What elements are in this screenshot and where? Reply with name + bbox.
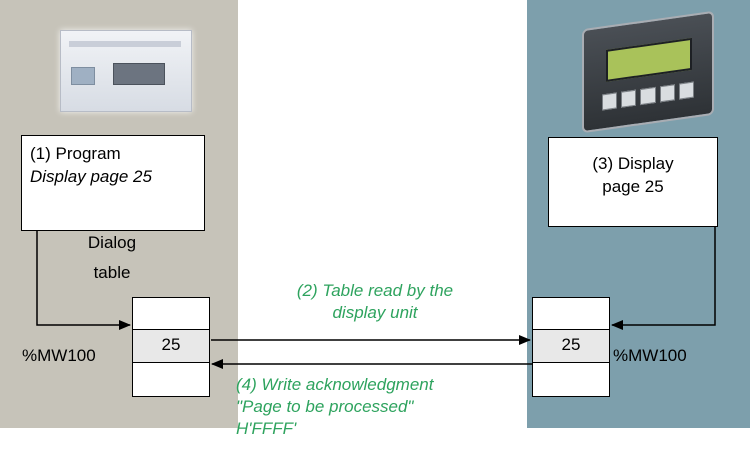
table-row bbox=[533, 298, 609, 331]
display-box-page: page 25 bbox=[602, 177, 664, 196]
display-to-table-arrow bbox=[611, 227, 716, 330]
table-row bbox=[133, 298, 209, 331]
plc-led-block bbox=[71, 67, 95, 85]
write-note-line3: H'FFFF' bbox=[236, 419, 297, 438]
table-row bbox=[133, 363, 209, 395]
left-table-value: 25 bbox=[133, 330, 209, 363]
plc-top-stripe bbox=[69, 41, 181, 47]
plc-device-image bbox=[60, 30, 192, 112]
write-note-line1: (4) Write acknowledgment bbox=[236, 375, 434, 394]
display-box-title: (3) Display bbox=[592, 154, 674, 173]
left-register-label: %MW100 bbox=[22, 346, 96, 365]
right-table-value: 25 bbox=[533, 330, 609, 363]
table-row bbox=[533, 363, 609, 395]
read-note-line2: display unit bbox=[332, 303, 418, 322]
program-box: (1) Program Display page 25 bbox=[21, 135, 205, 231]
program-to-table-arrow bbox=[36, 231, 131, 330]
write-note: (4) Write acknowledgment "Page to be pro… bbox=[236, 374, 526, 440]
plc-screen bbox=[113, 63, 165, 85]
write-note-line2: "Page to be processed" bbox=[236, 397, 414, 416]
read-note: (2) Table read by the display unit bbox=[245, 280, 505, 324]
dialog-table-label-line2: table bbox=[93, 263, 131, 282]
dialog-table-label-line1: Dialog bbox=[87, 233, 137, 252]
program-box-instruction: Display page 25 bbox=[30, 167, 152, 186]
right-register-label: %MW100 bbox=[613, 346, 687, 365]
right-dialog-table: 25 bbox=[532, 297, 610, 397]
program-box-title: (1) Program bbox=[30, 144, 121, 163]
left-dialog-table: 25 bbox=[132, 297, 210, 397]
dialog-table-label: Dialog table bbox=[62, 228, 162, 288]
read-note-line1: (2) Table read by the bbox=[296, 281, 454, 300]
display-box: (3) Display page 25 bbox=[548, 137, 718, 227]
